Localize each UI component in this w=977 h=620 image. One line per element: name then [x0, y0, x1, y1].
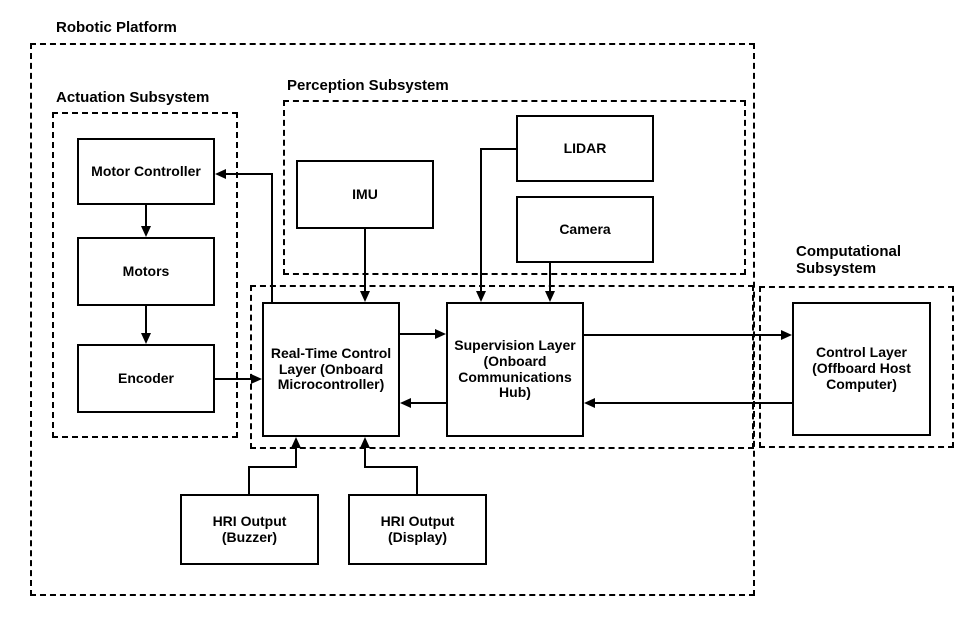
connector-imu-to-realtime-arrowhead: [360, 291, 370, 302]
actuation-subsystem-label: Actuation Subsystem: [56, 89, 210, 106]
computational-subsystem-label: Computational Subsystem: [796, 243, 901, 278]
connector-control-to-supervision-line: [595, 402, 792, 404]
connector-buzzer-to-realtime-arrowhead: [291, 437, 301, 448]
node-hri-output-buzzer-label: HRI Output (Buzzer): [212, 512, 287, 545]
connector-buzzer-to-realtime-vline1: [248, 466, 250, 494]
node-camera-label: Camera: [559, 220, 611, 237]
robotic-platform-label: Robotic Platform: [56, 19, 177, 36]
connector-realtime-to-motorcontroller-hline: [226, 173, 273, 175]
connector-display-to-realtime-hline: [364, 466, 418, 468]
connector-buzzer-to-realtime-hline: [248, 466, 297, 468]
connector-realtime-to-motorcontroller-arrowhead: [215, 169, 226, 179]
node-lidar: LIDAR: [516, 115, 654, 182]
actuation-subsystem-boundary: [52, 112, 238, 438]
connector-motorcontroller-to-motors-line: [145, 205, 147, 228]
node-hri-output-display: HRI Output (Display): [348, 494, 487, 565]
node-motor-controller: Motor Controller: [77, 138, 215, 205]
connector-imu-to-realtime-line: [364, 229, 366, 292]
connector-supervision-to-control-arrowhead: [781, 330, 792, 340]
node-encoder-label: Encoder: [117, 369, 174, 386]
connector-supervision-to-realtime-arrowhead: [400, 398, 411, 408]
perception-subsystem-boundary: [283, 100, 746, 275]
node-motors: Motors: [77, 237, 215, 306]
node-imu-label: IMU: [352, 185, 378, 202]
connector-display-to-realtime-vline1: [416, 466, 418, 494]
connector-realtime-to-motorcontroller-vline: [271, 173, 273, 302]
node-encoder: Encoder: [77, 344, 215, 413]
connector-supervision-to-realtime-line: [411, 402, 446, 404]
node-control-layer: Control Layer (Offboard Host Computer): [792, 302, 931, 436]
connector-motors-to-encoder-arrowhead: [141, 333, 151, 344]
connector-encoder-to-realtime-arrowhead: [251, 374, 262, 384]
connector-lidar-to-supervision-hline: [481, 148, 516, 150]
connector-camera-to-supervision-arrowhead: [545, 291, 555, 302]
connector-realtime-to-supervision-arrowhead: [435, 329, 446, 339]
node-hri-output-buzzer: HRI Output (Buzzer): [180, 494, 319, 565]
connector-motorcontroller-to-motors-arrowhead: [141, 226, 151, 237]
connector-camera-to-supervision-line: [549, 263, 551, 292]
control-layers-boundary: [250, 285, 754, 449]
node-control-layer-label: Control Layer (Offboard Host Computer): [812, 344, 911, 392]
connector-realtime-to-supervision-line: [400, 333, 436, 335]
connector-display-to-realtime-vline2: [364, 447, 366, 468]
connector-encoder-to-realtime-line: [215, 378, 252, 380]
node-imu: IMU: [296, 160, 434, 229]
connector-motors-to-encoder-line: [145, 306, 147, 334]
connector-control-to-supervision-arrowhead: [584, 398, 595, 408]
connector-buzzer-to-realtime-vline2: [295, 447, 297, 468]
node-supervision-layer-label: Supervision Layer (Onboard Communication…: [454, 336, 576, 401]
perception-subsystem-label: Perception Subsystem: [287, 77, 449, 94]
node-motor-controller-label: Motor Controller: [91, 162, 201, 179]
robotic-platform-boundary: [30, 43, 755, 596]
computational-subsystem-boundary: [759, 286, 954, 448]
connector-lidar-to-supervision-vline: [480, 148, 482, 292]
connector-lidar-to-supervision-arrowhead: [476, 291, 486, 302]
node-motors-label: Motors: [122, 262, 170, 279]
node-camera: Camera: [516, 196, 654, 263]
node-realtime-control-layer: Real-Time Control Layer (Onboard Microco…: [262, 302, 400, 437]
node-realtime-control-layer-label: Real-Time Control Layer (Onboard Microco…: [270, 344, 392, 393]
connector-supervision-to-control-line: [584, 334, 782, 336]
node-lidar-label: LIDAR: [563, 139, 607, 156]
node-supervision-layer: Supervision Layer (Onboard Communication…: [446, 302, 584, 437]
node-hri-output-display-label: HRI Output (Display): [380, 512, 455, 545]
connector-display-to-realtime-arrowhead: [360, 437, 370, 448]
